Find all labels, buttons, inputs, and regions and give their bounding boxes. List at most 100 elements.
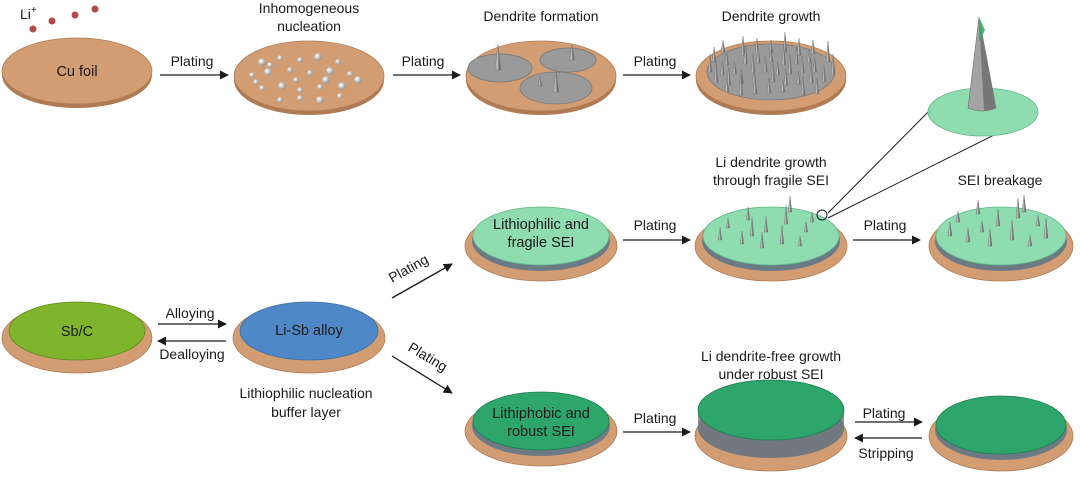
li-patches-group <box>467 43 597 105</box>
dendrite-spike <box>1015 197 1021 219</box>
buffer-layer-caption: buffer layer <box>271 404 341 420</box>
dendrite-spike <box>707 53 713 73</box>
stripping-label: Stripping <box>858 445 913 461</box>
inset-dendrite-tip <box>979 17 985 42</box>
dendrite-spike <box>987 228 993 247</box>
dendrite-spike <box>725 217 731 229</box>
dendrite-spike <box>1027 234 1033 247</box>
robust-stripped-disc <box>928 395 1074 472</box>
dendrite-spikes-group <box>947 194 1049 247</box>
li-ion-dot <box>91 5 99 13</box>
dealloying-label: Dealloying <box>159 346 224 362</box>
stage-title: SEI breakage <box>958 172 1043 188</box>
disc-label: Li-Sb alloy <box>275 323 343 339</box>
sbc-disc: Sb/C <box>1 301 153 374</box>
nucleus-dot <box>258 58 266 66</box>
nucleus-dot <box>317 84 323 90</box>
disc-label: Sb/C <box>61 324 93 340</box>
dendrite-spike <box>770 62 776 83</box>
dendrite-spike <box>810 39 816 55</box>
nucleus-dot <box>287 67 293 73</box>
dendrite-spike <box>1021 194 1027 213</box>
dendrite-spike <box>825 40 831 63</box>
nucleus-dot <box>316 96 324 104</box>
dendrite-spike <box>717 226 723 241</box>
stage-title: through fragile SEI <box>713 172 829 188</box>
dendrite-spike <box>738 73 744 96</box>
stage-title: Li dendrite growth <box>715 154 826 170</box>
dendrite-spike <box>779 224 785 245</box>
dendrite-spike <box>814 77 820 95</box>
nucleus-dot <box>264 68 272 76</box>
dendrite-spike <box>763 215 769 233</box>
dendrite-spike <box>947 221 953 237</box>
nucleus-dot <box>322 76 330 84</box>
dendrite-spike <box>803 221 809 233</box>
disc-label: fragile SEI <box>508 235 575 251</box>
dendrite-spike <box>720 39 726 53</box>
dendrite-spike <box>783 68 788 86</box>
disc-label: Lithiphobic and <box>492 406 590 422</box>
nuclei-group <box>249 53 362 104</box>
stage-title: Dendrite formation <box>483 8 598 24</box>
nucleus-dot <box>278 82 286 90</box>
plating-arrow-label: Plating <box>864 217 907 233</box>
dendrite-growth-disc <box>695 31 847 115</box>
dendrite-spike <box>537 75 543 87</box>
nucleus-dot <box>277 55 283 61</box>
plating-arrow-down <box>391 355 453 394</box>
plating-arrow-label: Plating <box>402 53 445 69</box>
dendrite-spike <box>743 44 748 65</box>
dendrite-spike <box>494 43 502 71</box>
nucleus-dot <box>297 95 303 101</box>
li-ion-group: Li+ <box>20 5 99 33</box>
dendrite-spike <box>809 211 815 223</box>
dendrite-spike <box>809 62 814 84</box>
dendrite-spike <box>787 195 793 213</box>
dendrite-spike <box>796 70 801 85</box>
dendrite-spike <box>569 43 575 61</box>
nucleus-dot <box>347 71 353 77</box>
nucleus-dot <box>293 77 299 83</box>
nucleus-dot <box>277 97 283 103</box>
dendrite-spikes-group <box>707 31 836 96</box>
nucleus-dot <box>297 87 303 93</box>
zoom-line <box>827 105 935 214</box>
dendrite-spike <box>726 66 731 86</box>
plating-arrow-label: Plating <box>634 410 677 426</box>
dendrite-spike <box>979 220 985 233</box>
nucleus-dot <box>338 82 346 90</box>
dendrite-spike <box>724 77 730 93</box>
robust-sei-disc: Lithiphobic and robust SEI <box>464 391 618 467</box>
stage-title: Dendrite growth <box>722 8 821 24</box>
dendrite-spike <box>1009 219 1015 241</box>
li-ion-dot <box>29 25 37 33</box>
dendrite-spike <box>796 37 802 56</box>
nucleus-dot <box>335 59 341 65</box>
nucleus-dot <box>307 70 313 76</box>
inset-dendrite-shade <box>979 17 996 111</box>
dendrite-spike <box>740 35 746 56</box>
plating-arrow-label: Plating <box>405 339 450 375</box>
dendrite-spike <box>750 53 756 74</box>
dendrite-spike <box>995 208 1001 227</box>
dendrite-formation-disc <box>465 40 617 115</box>
nucleus-dot <box>249 72 255 78</box>
dendrite-spike <box>724 52 729 66</box>
stage-title: under robust SEI <box>718 366 823 382</box>
plating-arrow-label: Plating <box>634 53 677 69</box>
zoom-circle <box>816 209 828 221</box>
li-sb-alloy-disc: Li-Sb alloy <box>232 301 386 374</box>
dendrite-spike <box>794 46 799 65</box>
stage-title: Inhomogeneous <box>259 0 359 16</box>
dendrite-spike <box>756 46 761 64</box>
dendrite-spike <box>766 77 772 94</box>
dendrite-spike <box>787 53 793 75</box>
dendrite-spike <box>739 230 745 245</box>
dendrite-spike <box>780 79 786 93</box>
cu-foil-disc: Cu foil <box>1 37 153 108</box>
dendrite-spike <box>797 235 803 247</box>
nucleus-dot <box>259 85 265 91</box>
